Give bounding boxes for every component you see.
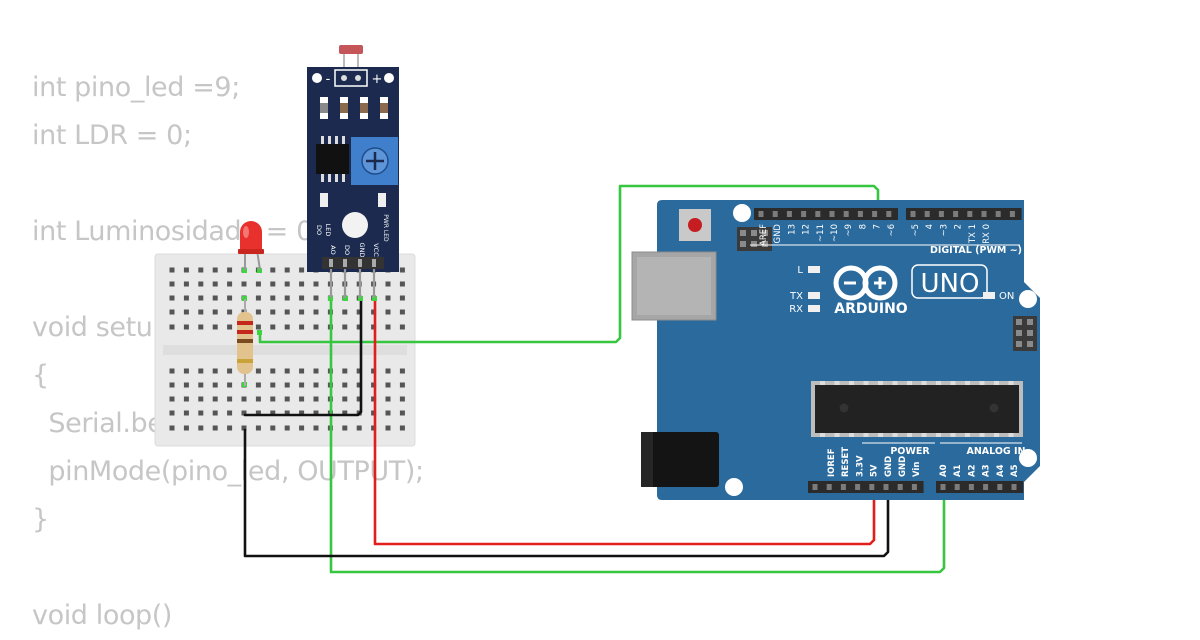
pin-label: A2	[967, 464, 977, 477]
ldr-pin-vcc: VCC	[372, 243, 380, 257]
red-led	[238, 221, 264, 271]
pin-label: 7	[873, 224, 883, 229]
digital-header	[754, 208, 1022, 220]
wire-green-pin9	[258, 184, 880, 344]
icsp-header-top	[737, 227, 772, 251]
power-title: POWER	[890, 446, 930, 457]
code-line: }	[32, 504, 49, 535]
wire-red-5v	[373, 296, 876, 546]
led-label-tx: TX	[789, 291, 803, 302]
arduino-model: UNO	[921, 269, 980, 299]
ldr-pin-ao: AO	[329, 245, 337, 254]
icsp-header-right	[1013, 316, 1037, 351]
pin-label: ~3	[939, 224, 949, 237]
pin-label: TX 1	[968, 224, 978, 244]
pin-label: 13	[787, 224, 797, 235]
arduino-logo	[833, 265, 898, 301]
pin-label: 2	[954, 224, 964, 229]
ldr-pin-do: DO	[343, 245, 351, 255]
pin-label: 3.3V	[855, 455, 865, 477]
ldr-pin-gnd: GND	[358, 243, 366, 258]
analog-header	[936, 481, 1024, 493]
on-label: ON	[999, 291, 1014, 302]
ldr-do-label: DO	[315, 225, 323, 235]
ldr-photoresistor	[339, 45, 363, 54]
pin-label: ~9	[844, 224, 854, 237]
pin-label: A0	[939, 464, 949, 477]
pin-label: GND	[898, 456, 908, 477]
wire-green-a0	[329, 296, 946, 574]
pin-label: GND	[773, 224, 783, 244]
pin-label: 5V	[870, 464, 880, 477]
pin-label: IOREF	[827, 448, 837, 477]
pin-label: ~6	[887, 224, 897, 237]
wire-black-gnd-module	[243, 296, 363, 417]
ldr-pwr-led-label: PWR LED	[382, 214, 389, 242]
led-label-l: L	[797, 265, 803, 276]
pin-label: ~11	[816, 224, 826, 242]
pin-label: A4	[996, 464, 1006, 477]
ldr-led-label: LED	[324, 224, 332, 237]
pin-label: 12	[802, 224, 812, 235]
pin-label: RX 0	[982, 224, 992, 244]
pin-label: GND	[884, 456, 894, 477]
digital-title: DIGITAL (PWM ~)	[930, 245, 1022, 256]
resistor	[237, 299, 253, 386]
pin-label: Vin	[912, 462, 922, 477]
pin-label: A5	[1010, 464, 1020, 477]
power-header	[808, 481, 924, 493]
pin-label: ~5	[911, 224, 921, 237]
pin-label: RESET	[841, 447, 851, 477]
pin-label: AREF	[759, 224, 769, 246]
code-line: void loop()	[32, 600, 173, 631]
pin-label: A1	[953, 464, 963, 477]
wire-black-gnd-board	[243, 428, 890, 558]
power-jack	[641, 432, 719, 487]
pin-label: 4	[925, 224, 935, 229]
code-line: pinMode(pino_led, OUTPUT);	[32, 456, 424, 487]
pin-label: 8	[858, 224, 868, 229]
code-line: int LDR = 0;	[32, 120, 192, 151]
ldr-plus-label: +	[372, 72, 383, 87]
wires	[243, 184, 946, 574]
code-line: int pino_led =9;	[32, 72, 240, 103]
pin-label: ~10	[830, 224, 840, 242]
code-line: {	[32, 360, 49, 391]
ldr-minus-label: -	[326, 72, 331, 87]
led-label-rx: RX	[789, 304, 803, 315]
pin-label: A3	[982, 464, 992, 477]
ldr-sensor-module: - + LED DO PWR LED AO DO GND VCC	[307, 45, 399, 298]
arduino-brand: ARDUINO	[834, 301, 908, 317]
analog-title: ANALOG IN	[966, 446, 1025, 457]
